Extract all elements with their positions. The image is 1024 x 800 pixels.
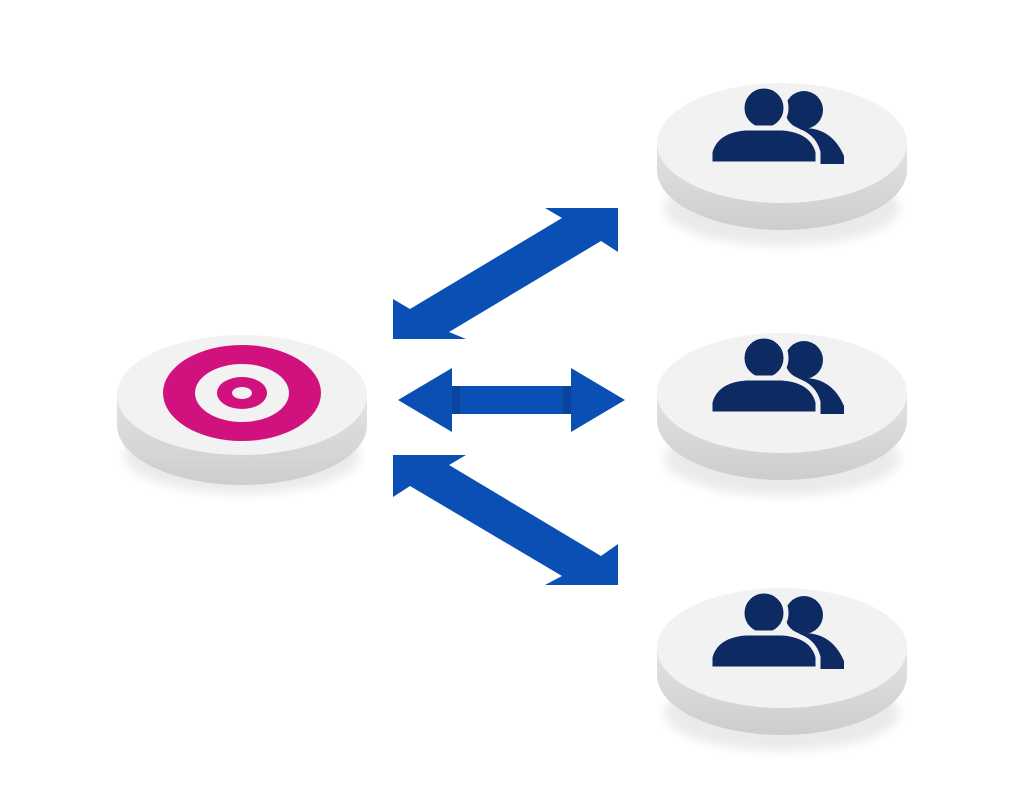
spoke-node-1	[657, 83, 907, 246]
target-icon	[163, 345, 321, 441]
hub-node	[117, 335, 367, 494]
spoke-node-3	[657, 588, 907, 751]
double-arrow-lower	[393, 455, 618, 585]
double-arrow-middle	[398, 368, 625, 432]
double-arrow-upper	[393, 208, 618, 339]
spoke-node-2	[657, 333, 907, 496]
